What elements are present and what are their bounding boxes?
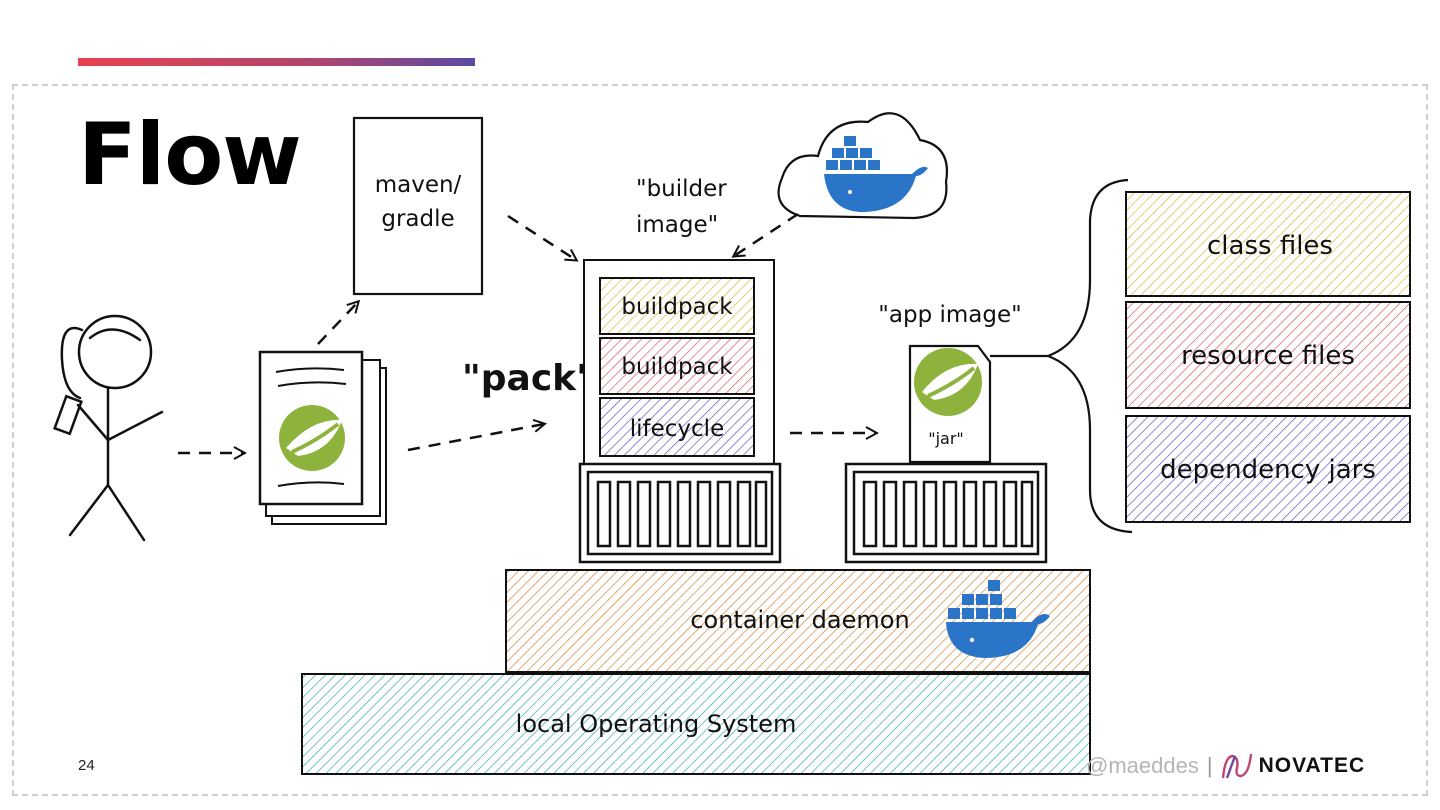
footer: @maeddes | NOVATEC bbox=[1086, 752, 1365, 780]
svg-text:buildpack: buildpack bbox=[621, 294, 733, 320]
svg-text:buildpack: buildpack bbox=[621, 354, 733, 380]
docker-whale-icon bbox=[946, 580, 1050, 658]
pack-label: "pack" bbox=[462, 358, 595, 399]
content-resource-files: resource files bbox=[1125, 301, 1411, 409]
svg-text:class files: class files bbox=[1207, 231, 1333, 261]
novatec-logo-icon bbox=[1221, 753, 1252, 779]
build-tool-label-line2: gradle bbox=[381, 206, 454, 232]
page-number: 24 bbox=[78, 757, 95, 774]
svg-text:container daemon: container daemon bbox=[690, 606, 909, 634]
svg-text:dependency jars: dependency jars bbox=[1160, 455, 1376, 485]
container-daemon-layer: container daemon bbox=[505, 569, 1091, 673]
builder-image-label-line2: image" bbox=[636, 212, 718, 238]
svg-text:resource files: resource files bbox=[1181, 341, 1355, 371]
app-container-icon bbox=[844, 462, 1048, 564]
arrow-source-to-build-tool bbox=[317, 302, 358, 345]
accent-bar bbox=[78, 58, 475, 66]
slide-frame bbox=[12, 84, 1428, 796]
build-tool-label-line1: maven/ bbox=[375, 172, 462, 198]
local-os-layer: local Operating System bbox=[301, 673, 1091, 775]
jar-label: "jar" bbox=[928, 429, 964, 448]
content-class-files: class files bbox=[1125, 191, 1411, 297]
docker-cloud-icon bbox=[777, 112, 949, 220]
builder-layer-buildpack-1: buildpack bbox=[599, 277, 755, 335]
builder-image-label-line1: "builder bbox=[636, 176, 727, 202]
svg-text:lifecycle: lifecycle bbox=[630, 416, 724, 442]
builder-layer-buildpack-2: buildpack bbox=[599, 337, 755, 395]
builder-container-icon bbox=[578, 462, 782, 564]
brand-name: NOVATEC bbox=[1258, 754, 1366, 777]
arrow-cloud-to-builder bbox=[734, 212, 799, 256]
footer-separator: | bbox=[1206, 753, 1213, 778]
slide-title: Flow bbox=[78, 105, 302, 205]
arrow-build-tool-to-builder bbox=[507, 214, 576, 260]
builder-layer-lifecycle: lifecycle bbox=[599, 397, 755, 457]
jar-document: "jar" bbox=[908, 344, 992, 464]
jar-spring-logo-icon bbox=[914, 348, 982, 416]
content-dependency-jars: dependency jars bbox=[1125, 415, 1411, 523]
build-tool-box: maven/ gradle bbox=[352, 116, 484, 296]
spring-logo-icon bbox=[279, 405, 345, 471]
arrow-source-to-builder bbox=[407, 424, 544, 452]
app-image-label: "app image" bbox=[878, 302, 1021, 328]
developer-figure-icon bbox=[53, 314, 164, 542]
author-handle[interactable]: @maeddes bbox=[1086, 753, 1199, 778]
source-code-stack bbox=[258, 350, 387, 525]
app-contents-brace bbox=[990, 178, 1133, 534]
svg-text:local Operating System: local Operating System bbox=[516, 710, 797, 738]
